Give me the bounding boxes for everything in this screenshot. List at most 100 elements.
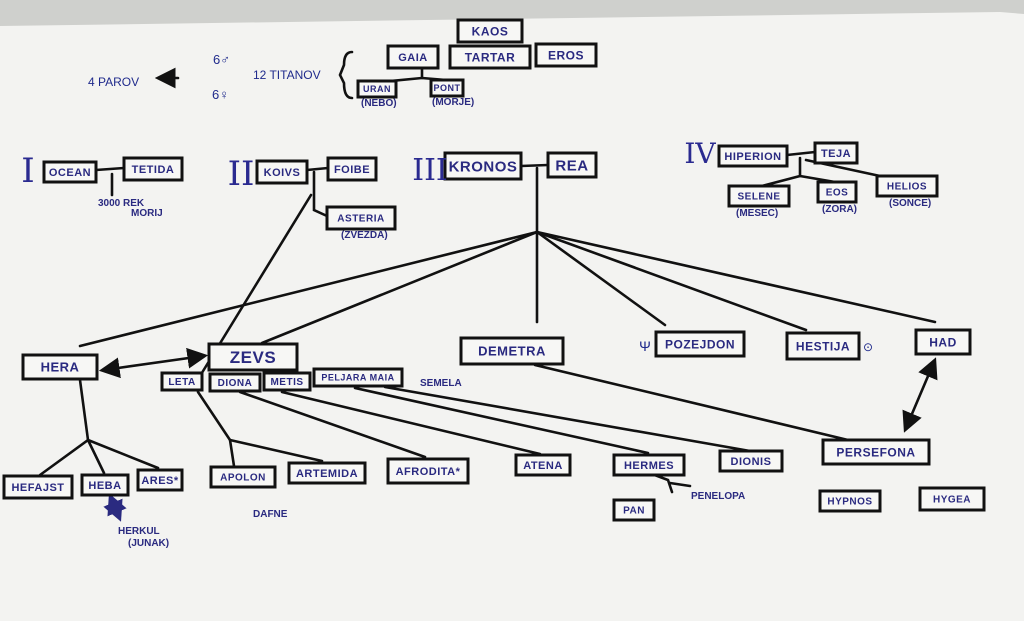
- node-foibe: FOIBE: [326, 156, 378, 182]
- node-rea: REA: [546, 151, 598, 179]
- label-titan-pairs-0-numeral: I: [21, 151, 34, 191]
- connector-line: [519, 163, 550, 168]
- label-generations-gaia-children-1-meaning: (MORJE): [432, 97, 474, 108]
- node-peljara-maia: PELJARA MAIA: [312, 367, 404, 388]
- label-titan-pairs-3-children-2-note: (SONCE): [889, 198, 931, 209]
- node-afrodita: AFRODITA*: [386, 457, 470, 485]
- node-label: HERMES: [624, 460, 674, 472]
- node-label: ARTEMIDA: [296, 468, 358, 480]
- node-label: ZEVS: [230, 348, 276, 367]
- node-label: PERSEFONA: [836, 445, 915, 459]
- label-generations-gaia-children-0-meaning: (NEBO): [361, 98, 397, 109]
- node-frame: [821, 438, 931, 466]
- connector-line: [785, 150, 817, 157]
- node-koivs: KOIVS: [255, 159, 309, 185]
- node-asteria: ASTERIA: [325, 205, 397, 231]
- node-frame: [459, 336, 565, 366]
- label-generations-titans-summary-total: 12 TITANOV: [253, 68, 321, 82]
- connector-line: [86, 438, 106, 475]
- node-frame: [2, 474, 74, 500]
- node-hermes: HERMES: [612, 453, 686, 477]
- node-teja: TEJA: [813, 141, 859, 165]
- node-label: DIONA: [218, 378, 253, 389]
- node-label: SELENE: [737, 192, 780, 203]
- connector-line: [260, 230, 539, 345]
- label-kronos-children-symbols-hestija: ⊙: [863, 340, 873, 354]
- node-frame: [160, 371, 204, 392]
- label-titan-pairs-1-numeral: II: [228, 154, 255, 194]
- node-uran: URAN: [356, 79, 398, 99]
- node-tartar: TARTAR: [448, 44, 532, 70]
- connector-line: [383, 385, 752, 453]
- connector-line: [535, 230, 667, 327]
- connector-line: [280, 390, 542, 456]
- node-frame: [207, 342, 299, 372]
- connector-line: [535, 230, 808, 332]
- node-diona: DIONA: [208, 372, 262, 393]
- node-label: KOIVS: [264, 167, 301, 179]
- node-label: HYPNOS: [827, 497, 872, 508]
- node-label: APOLON: [220, 473, 266, 484]
- node-frame: [818, 489, 882, 513]
- connector-line: [533, 363, 850, 442]
- node-ares: ARES*: [136, 468, 184, 492]
- node-label: PAN: [623, 506, 645, 517]
- connector-line: [312, 170, 329, 218]
- node-label: HYGEA: [933, 495, 971, 506]
- connector-line: [535, 230, 937, 324]
- node-label: METIS: [270, 377, 303, 388]
- label-kronos-children-symbols-pozejdon: Ψ: [639, 338, 651, 354]
- node-tetida: TETIDA: [122, 156, 184, 182]
- node-label: KAOS: [472, 24, 509, 38]
- node-frame: [918, 486, 986, 512]
- node-zevs: ZEVS: [207, 342, 299, 372]
- node-persefona: PERSEFONA: [821, 438, 931, 466]
- node-label: EOS: [826, 188, 849, 199]
- label-hermes-related-partner: PENELOPA: [691, 491, 745, 502]
- connector-line: [94, 166, 126, 172]
- node-label: REA: [555, 157, 588, 174]
- node-leta: LETA: [160, 371, 204, 392]
- connector-line: [38, 378, 90, 477]
- node-label: HELIOS: [887, 182, 927, 193]
- node-label: ATENA: [523, 460, 563, 472]
- node-frame: [209, 465, 277, 489]
- node-frame: [386, 457, 470, 485]
- node-atena: ATENA: [514, 453, 572, 477]
- node-label: PELJARA MAIA: [321, 373, 394, 383]
- node-label: HESTIJA: [796, 339, 850, 353]
- connector-line: [305, 166, 330, 172]
- node-frame: [546, 151, 598, 179]
- connector-line: [196, 390, 236, 468]
- node-frame: [255, 159, 309, 185]
- node-frame: [208, 372, 262, 393]
- node-apolon: APOLON: [209, 465, 277, 489]
- label-generations-titans-summary-female: 6♀: [212, 87, 229, 102]
- label-zevs-partners-4: SEMELA: [420, 378, 462, 389]
- node-label: HAD: [929, 335, 957, 349]
- node-frame: [654, 330, 746, 358]
- node-frame: [429, 78, 465, 98]
- node-frame: [612, 498, 656, 522]
- node-frame: [813, 141, 859, 165]
- label-apolon-note: DAFNE: [253, 509, 288, 520]
- node-frame: [122, 156, 184, 182]
- node-frame: [326, 156, 378, 182]
- label-titan-pairs-1-child-note: (ZVEZDA): [341, 230, 388, 241]
- node-kronos: KRONOS: [443, 151, 523, 181]
- node-frame: [875, 174, 939, 198]
- connector-lines: [38, 50, 938, 522]
- label-titan-pairs-2-numeral: III: [412, 153, 448, 188]
- node-label: LETA: [168, 377, 195, 388]
- node-kaos: KAOS: [456, 18, 524, 44]
- node-ocean: OCEAN: [42, 160, 98, 184]
- connector-line: [238, 390, 427, 459]
- node-frame: [914, 328, 972, 356]
- node-eros: EROS: [534, 42, 598, 68]
- node-frame: [443, 151, 523, 181]
- label-heba-partner-note: (JUNAK): [128, 538, 169, 549]
- node-label: URAN: [363, 84, 391, 94]
